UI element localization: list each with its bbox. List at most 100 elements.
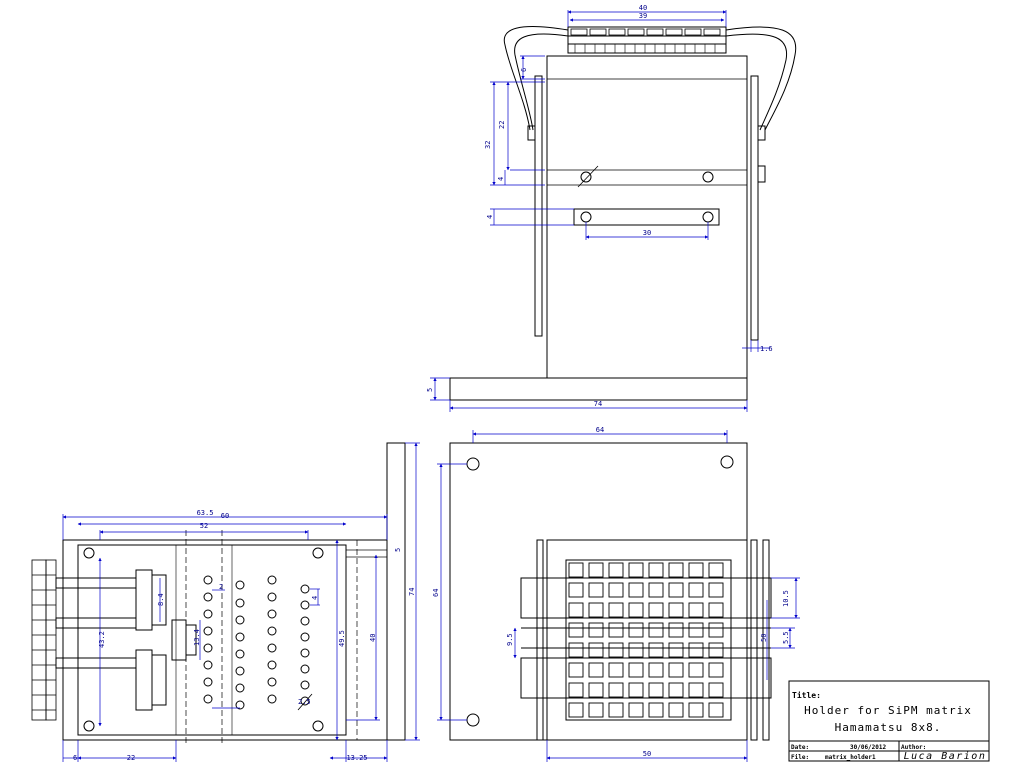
side-view [31, 442, 406, 745]
title-block [788, 680, 990, 762]
sipm-cell [708, 582, 724, 598]
sipm-cell [708, 662, 724, 678]
sipm-cell [608, 562, 624, 578]
title-label: Title: [792, 690, 821, 700]
left-plate [534, 75, 543, 337]
title-line-2: Hamamatsu 8x8. [835, 721, 942, 734]
sipm-cell [608, 682, 624, 698]
sipm-cell [668, 702, 684, 718]
dim-2-5: 2.5 [298, 698, 311, 706]
dim-32: 32 [484, 141, 492, 149]
dim-8-4: 8.4 [157, 593, 165, 606]
sipm-cell [588, 562, 604, 578]
front-view [449, 442, 772, 741]
sipm-cell [608, 602, 624, 618]
dim-22: 22 [127, 754, 135, 762]
file-label: File: [791, 754, 809, 761]
dim-64-v: 64 [432, 589, 440, 597]
sipm-cell [628, 642, 644, 658]
dim-4b: 4 [486, 215, 494, 219]
dim-10-5: 10.5 [782, 590, 790, 607]
dim-13-4: 13.4 [193, 629, 201, 646]
dim-52: 52 [200, 522, 208, 530]
chip-center [171, 619, 187, 661]
sipm-cell [668, 622, 684, 638]
top-view-dim-labels: 40 39 6 22 32 4 4 30 1.6 5 74 [426, 4, 773, 408]
dim-2: 2 [219, 583, 223, 591]
dim-64-h: 64 [596, 426, 604, 434]
sipm-cell [648, 642, 664, 658]
side-view-dimensions [62, 442, 420, 762]
right-cable [725, 26, 797, 131]
base-plate [449, 377, 748, 401]
date-value: 30/06/2012 [850, 744, 887, 751]
sipm-cell [648, 582, 664, 598]
sipm-cell [568, 702, 584, 718]
sipm-cell [588, 702, 604, 718]
dim-5-side: 5 [394, 548, 402, 552]
author-value: Luca Barion [904, 751, 987, 762]
sipm-cell [688, 562, 704, 578]
front-plate [449, 442, 748, 741]
dim-74: 74 [594, 400, 602, 408]
dim-4a: 4 [497, 177, 505, 181]
sipm-cell [708, 682, 724, 698]
sipm-cell [668, 642, 684, 658]
dim-50-v: 50 [760, 634, 768, 642]
sipm-cells [568, 562, 724, 718]
sipm-cell [668, 662, 684, 678]
sipm-cell [568, 662, 584, 678]
file-value: matrix_holder1 [825, 754, 876, 761]
dim-39: 39 [639, 12, 647, 20]
dim-9-5: 9.5 [506, 633, 514, 646]
dim-6: 6 [73, 754, 77, 762]
sipm-cell [608, 662, 624, 678]
sipm-cell [588, 662, 604, 678]
sipm-cell [628, 622, 644, 638]
sipm-cell [668, 602, 684, 618]
top-view [449, 25, 797, 401]
sipm-cell [648, 682, 664, 698]
sipm-cell [668, 582, 684, 598]
sipm-cell [628, 662, 644, 678]
sipm-cell [648, 702, 664, 718]
dim-5-5: 5.5 [782, 631, 790, 644]
sipm-cell [688, 642, 704, 658]
sipm-cell [628, 702, 644, 718]
sipm-cell [648, 662, 664, 678]
side-plate [77, 544, 347, 736]
sipm-cell [608, 582, 624, 598]
sipm-cell [688, 682, 704, 698]
dim-74-side: 74 [408, 588, 416, 596]
sipm-cell [688, 662, 704, 678]
connector-pins [570, 28, 721, 36]
sipm-cell [588, 622, 604, 638]
sipm-cell [708, 562, 724, 578]
sipm-cell [588, 682, 604, 698]
dim-5: 5 [426, 388, 434, 392]
right-cable-2 [725, 33, 788, 131]
sipm-cell [708, 622, 724, 638]
sipm-cell [608, 702, 624, 718]
front-view-dim-labels: 64 64 10.5 9.5 5.5 50 50 [432, 426, 790, 758]
sipm-cell [668, 562, 684, 578]
left-cable-2 [514, 33, 569, 131]
sipm-cell [568, 582, 584, 598]
chip-lower [135, 649, 153, 711]
sipm-cell [588, 582, 604, 598]
title-line-1: Holder for SiPM matrix [804, 704, 972, 717]
sipm-cell [608, 622, 624, 638]
side-holes [83, 547, 324, 732]
dim-30: 30 [643, 229, 651, 237]
sipm-cell [708, 602, 724, 618]
sipm-cell [648, 602, 664, 618]
sipm-cell [648, 622, 664, 638]
right-plate [750, 75, 759, 341]
sipm-cell [688, 582, 704, 598]
top-view-dimensions [430, 10, 770, 412]
sipm-cell [648, 562, 664, 578]
connector-ribs [574, 44, 716, 53]
dim-49-5: 49.5 [338, 630, 346, 647]
dim-40-side: 40 [369, 634, 377, 642]
